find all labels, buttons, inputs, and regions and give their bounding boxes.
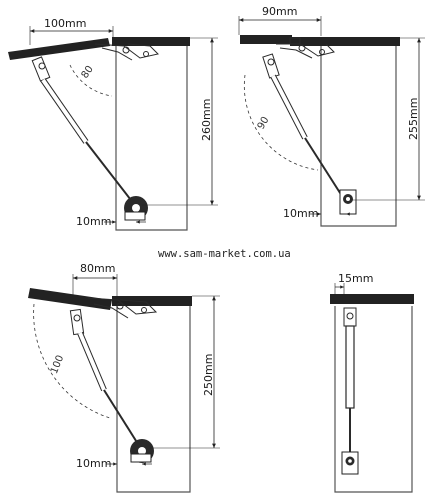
angle-label: 100 (49, 354, 66, 376)
cabinet-top-panel (290, 37, 400, 46)
hinge-mechanism (276, 37, 335, 59)
diagram-bottom-left: 80mm 100 250mm 10mm (28, 262, 220, 493)
height-dimension-label: 255mm (407, 98, 420, 140)
lid-panel (8, 38, 110, 60)
height-dimension-label: 260mm (200, 99, 213, 141)
cabinet-top-panel (112, 296, 192, 306)
cabinet-outline (115, 44, 188, 231)
hinge-mechanism (94, 43, 159, 61)
cabinet-outline (320, 45, 397, 227)
gas-spring (31, 56, 135, 205)
angle-label: 90 (256, 115, 272, 132)
gas-spring (69, 308, 139, 445)
height-dimension-label: 250mm (202, 354, 215, 396)
lid-panel (28, 288, 112, 310)
diagram-top-right: 90mm 90 255mm 10mm (238, 5, 425, 227)
watermark-url: www.sam-market.com.ua (158, 248, 291, 260)
width-dimension-label: 100mm (44, 17, 86, 30)
width-dimension-label: 80mm (80, 262, 115, 275)
angle-arc (243, 74, 319, 171)
top-offset-label: 15mm (338, 272, 373, 285)
cabinet-outline (334, 306, 413, 493)
offset-dimension-label: 10mm (76, 215, 111, 228)
diagram-bottom-right: 15mm (330, 272, 414, 493)
offset-dimension-label: 10mm (76, 457, 111, 470)
lid-panel (240, 35, 292, 44)
mount-bracket (130, 439, 154, 463)
angle-arc (69, 64, 113, 97)
angle-label: 80 (80, 64, 96, 81)
mount-bracket (124, 196, 148, 221)
offset-dimension-label: 10mm (283, 207, 318, 220)
gas-spring (343, 307, 357, 452)
width-dimension-label: 90mm (262, 5, 297, 18)
cabinet-top-panel (330, 294, 414, 304)
hinge-mechanism (87, 297, 158, 319)
cabinet-outline (116, 306, 191, 493)
diagram-top-left: 100mm 80 260mm 10mm (8, 17, 218, 231)
angle-arc (33, 303, 111, 419)
mount-bracket (339, 189, 357, 215)
cabinet-top-panel (112, 37, 190, 46)
mount-bracket (341, 451, 359, 475)
gas-spring (262, 53, 343, 197)
